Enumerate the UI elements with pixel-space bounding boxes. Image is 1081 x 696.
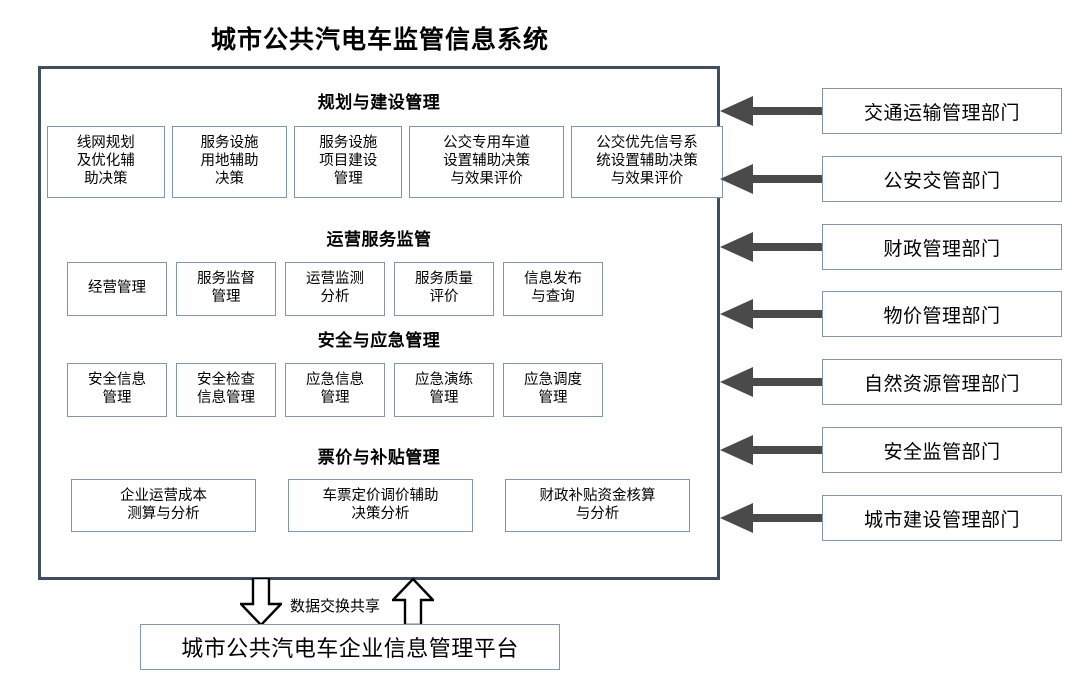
- section-title: 规划与建设管理: [317, 93, 441, 113]
- module-box[interactable]: 安全信息 管理: [67, 363, 167, 417]
- module-box[interactable]: 安全检查 信息管理: [176, 363, 276, 417]
- module-box[interactable]: 应急演练 管理: [394, 363, 494, 417]
- department-box-urban-construction[interactable]: 城市建设管理部门: [822, 495, 1062, 541]
- module-box[interactable]: 经营管理: [67, 262, 167, 316]
- module-row: 经营管理 服务监督 管理 运营监测 分析 服务质量 评价 信息发布 与查询: [41, 262, 769, 316]
- dept-arrow-icon: [720, 367, 822, 397]
- module-row: 线网规划 及优化辅 助决策 服务设施 用地辅助 决策 服务设施 项目建设 管理 …: [41, 126, 729, 198]
- module-box[interactable]: 运营监测 分析: [285, 262, 385, 316]
- module-box[interactable]: 公交专用车道 设置辅助决策 与效果评价: [409, 126, 565, 198]
- module-box[interactable]: 服务质量 评价: [394, 262, 494, 316]
- module-box[interactable]: 企业运营成本 测算与分析: [71, 479, 256, 532]
- module-box[interactable]: 信息发布 与查询: [503, 262, 603, 316]
- section-safety-emergency-management: 安全与应急管理 安全信息 管理 安全检查 信息管理 应急信息 管理 应急演练 管…: [41, 331, 717, 417]
- department-box-transport[interactable]: 交通运输管理部门: [822, 88, 1062, 134]
- department-box-public-security[interactable]: 公安交管部门: [822, 156, 1062, 202]
- module-box[interactable]: 公交优先信号系 统设置辅助决策 与效果评价: [571, 126, 723, 198]
- section-fare-subsidy-management: 票价与补贴管理 企业运营成本 测算与分析 车票定价调价辅助 决策分析 财政补贴资…: [41, 448, 717, 532]
- dept-arrow-icon: [720, 503, 822, 533]
- system-container: 规划与建设管理 线网规划 及优化辅 助决策 服务设施 用地辅助 决策 服务设施 …: [38, 66, 723, 580]
- department-box-price[interactable]: 物价管理部门: [822, 291, 1062, 337]
- department-box-natural-resources[interactable]: 自然资源管理部门: [822, 359, 1062, 405]
- data-exchange-group: [240, 578, 490, 626]
- dept-arrow-icon: [720, 96, 822, 126]
- data-exchange-label: 数据交换共享: [290, 597, 381, 615]
- module-box[interactable]: 服务监督 管理: [176, 262, 276, 316]
- dept-arrow-icon: [720, 435, 822, 465]
- department-box-safety-supervision[interactable]: 安全监管部门: [822, 427, 1062, 473]
- section-title: 安全与应急管理: [317, 331, 441, 351]
- dept-arrow-icon: [720, 299, 822, 329]
- module-box[interactable]: 应急信息 管理: [285, 363, 385, 417]
- module-box[interactable]: 服务设施 项目建设 管理: [294, 126, 403, 198]
- platform-box[interactable]: 城市公共汽电车企业信息管理平台: [140, 624, 560, 670]
- section-title: 票价与补贴管理: [317, 448, 441, 468]
- arrow-up-icon: [392, 578, 434, 626]
- department-box-finance[interactable]: 财政管理部门: [822, 224, 1062, 270]
- module-box[interactable]: 服务设施 用地辅助 决策: [171, 126, 288, 198]
- dept-arrow-icon: [720, 164, 822, 194]
- module-box[interactable]: 财政补贴资金核算 与分析: [505, 479, 690, 532]
- dept-arrow-icon: [720, 232, 822, 262]
- module-box[interactable]: 应急调度 管理: [503, 363, 603, 417]
- module-row: 安全信息 管理 安全检查 信息管理 应急信息 管理 应急演练 管理 应急调度 管…: [41, 363, 769, 417]
- section-title: 运营服务监管: [326, 230, 432, 250]
- section-planning-construction: 规划与建设管理 线网规划 及优化辅 助决策 服务设施 用地辅助 决策 服务设施 …: [41, 93, 723, 198]
- arrow-down-icon: [240, 578, 282, 626]
- module-row: 企业运营成本 测算与分析 车票定价调价辅助 决策分析 财政补贴资金核算 与分析: [41, 479, 777, 532]
- section-operation-service-supervision: 运营服务监管 经营管理 服务监督 管理 运营监测 分析 服务质量 评价 信息发布…: [41, 230, 717, 316]
- page-title: 城市公共汽电车监管信息系统: [210, 25, 549, 54]
- module-box[interactable]: 车票定价调价辅助 决策分析: [288, 479, 473, 532]
- module-box[interactable]: 线网规划 及优化辅 助决策: [47, 126, 165, 198]
